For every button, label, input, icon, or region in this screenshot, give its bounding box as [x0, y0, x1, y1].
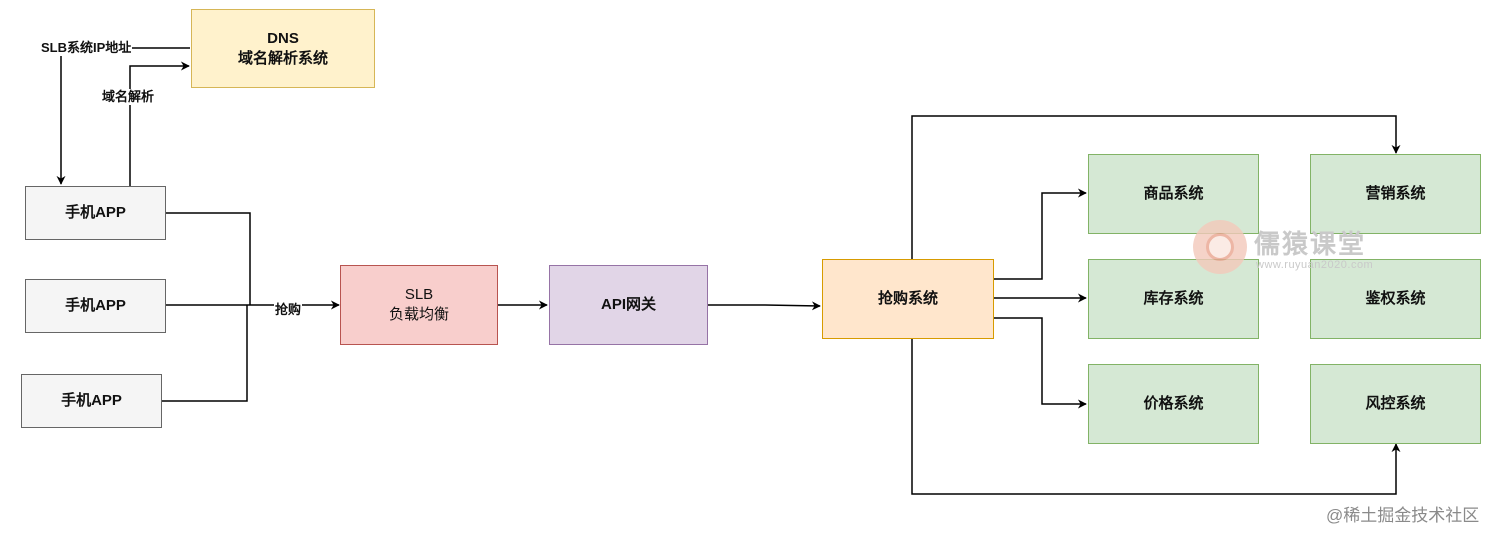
edge-flash-to-price — [993, 317, 1087, 409]
watermark-title: 儒猿课堂 — [1254, 230, 1367, 260]
risk-control-label: 风控系统 — [1365, 395, 1426, 412]
product-node[interactable]: 商品系统 — [1088, 154, 1259, 234]
mobile-app-label: 手机APP — [61, 392, 122, 409]
api-gateway-label: API网关 — [600, 296, 656, 313]
mobile-app-node-2[interactable]: 手机APP — [25, 279, 166, 333]
price-node[interactable]: 价格系统 — [1088, 364, 1259, 444]
mobile-app-node-1[interactable]: 手机APP — [25, 186, 166, 240]
auth-label: 鉴权系统 — [1365, 290, 1426, 307]
marketing-node[interactable]: 营销系统 — [1310, 154, 1481, 234]
edge-api-to-flash — [707, 301, 821, 311]
risk-control-node[interactable]: 风控系统 — [1310, 364, 1481, 444]
dns-node-subtitle: 域名解析系统 — [237, 49, 328, 67]
edge-app1-to-slb — [165, 212, 251, 305]
edge-label-domain-resolve: 域名解析 — [101, 89, 156, 105]
slb-node-subtitle: 负载均衡 — [388, 306, 449, 323]
mobile-app-label: 手机APP — [65, 297, 126, 314]
edge-app3-to-slb — [162, 305, 248, 402]
flash-sale-node[interactable]: 抢购系统 — [822, 259, 994, 339]
product-label: 商品系统 — [1143, 185, 1204, 202]
edge-label-slb-ip: SLB系统IP地址 — [40, 40, 133, 56]
inventory-label: 库存系统 — [1143, 290, 1204, 307]
inventory-node[interactable]: 库存系统 — [1088, 259, 1259, 339]
edge-flash-to-marketing — [911, 115, 1401, 259]
marketing-label: 营销系统 — [1365, 185, 1426, 202]
watermark-url: www.ruyuan2020.com — [1256, 259, 1374, 271]
dns-node-title: DNS — [267, 29, 299, 47]
slb-node[interactable]: SLB 负载均衡 — [340, 265, 498, 345]
mobile-app-node-3[interactable]: 手机APP — [21, 374, 162, 428]
edge-flash-to-product — [993, 188, 1087, 280]
edge-label-purchase: 抢购 — [274, 302, 303, 318]
watermark-logo-icon — [1193, 220, 1247, 274]
credit-text: @稀土掘金技术社区 — [1326, 506, 1480, 525]
api-gateway-node[interactable]: API网关 — [549, 265, 708, 345]
auth-node[interactable]: 鉴权系统 — [1310, 259, 1481, 339]
price-label: 价格系统 — [1143, 395, 1204, 412]
edge-flash-to-risk — [911, 338, 1401, 495]
edge-app-to-dns — [129, 61, 190, 186]
flash-sale-label: 抢购系统 — [877, 290, 938, 307]
slb-node-title: SLB — [404, 286, 434, 303]
mobile-app-label: 手机APP — [65, 204, 126, 221]
dns-node[interactable]: DNS 域名解析系统 — [191, 9, 375, 88]
edge-dns-to-app — [56, 47, 190, 185]
